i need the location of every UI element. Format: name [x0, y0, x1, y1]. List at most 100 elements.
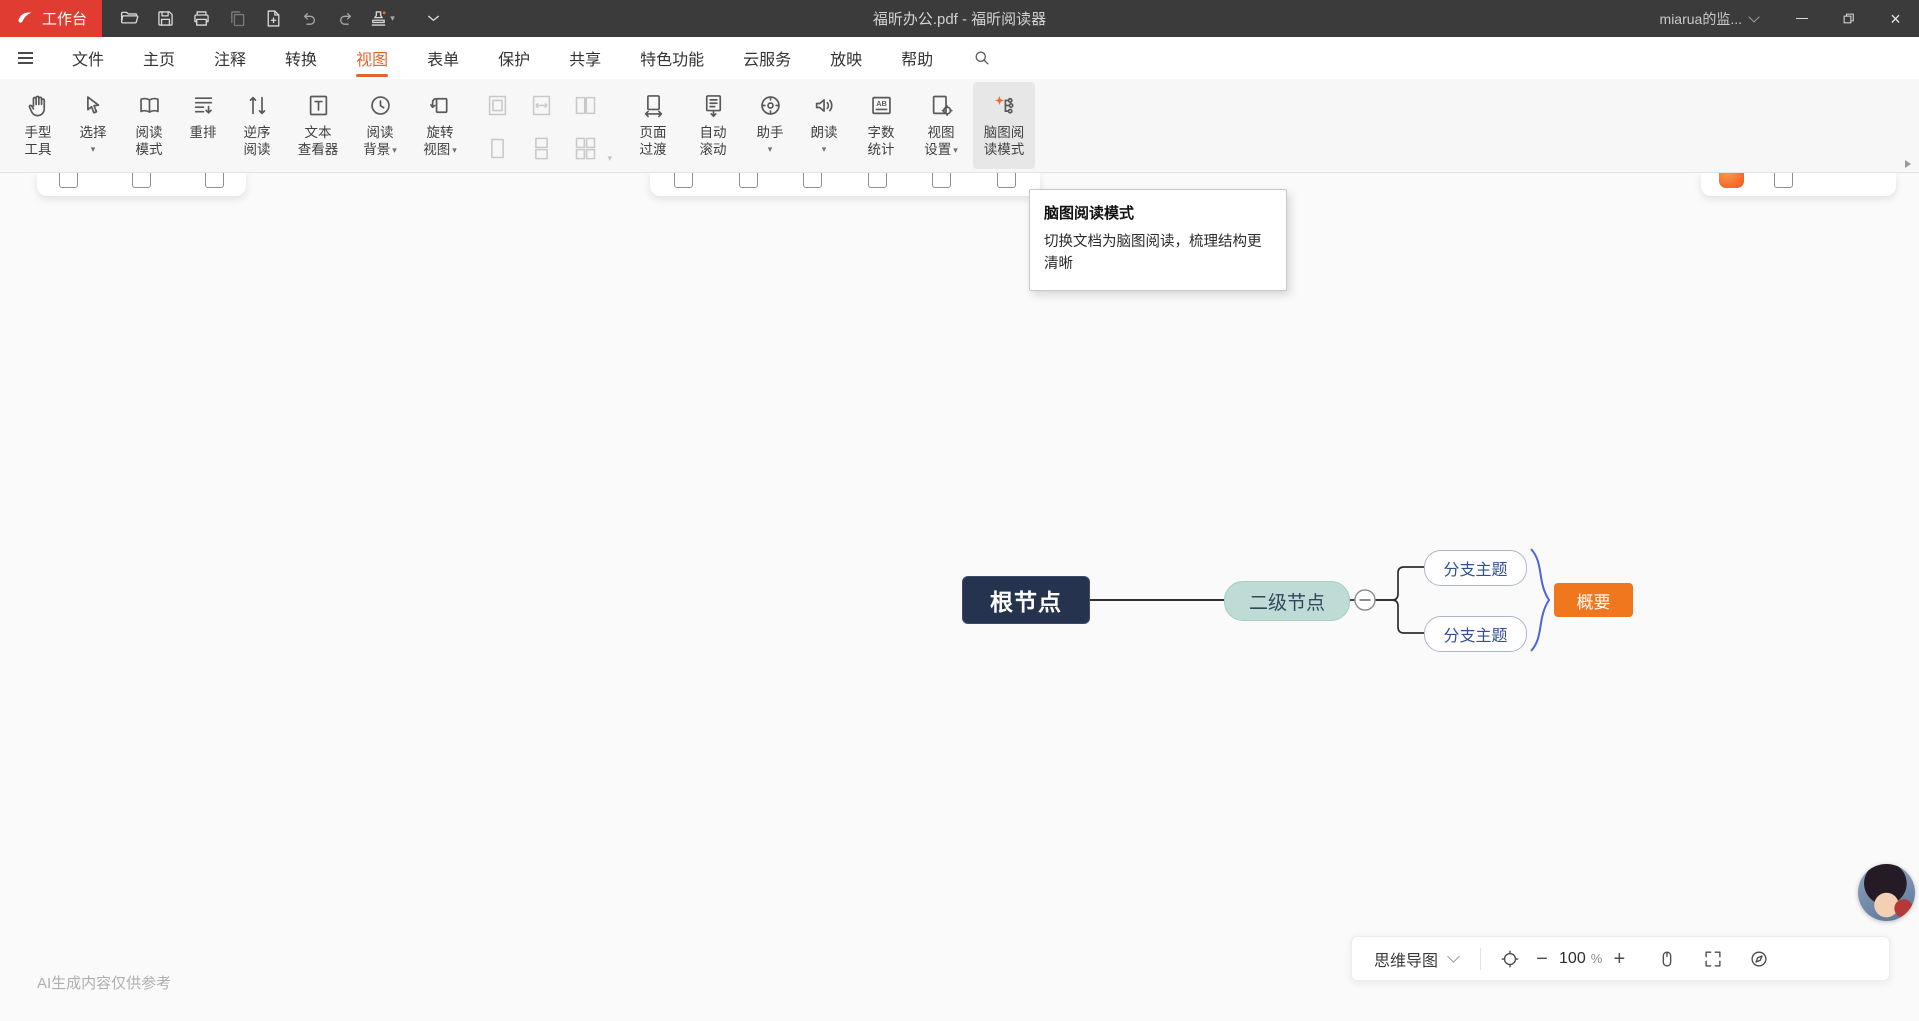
text-viewer-button[interactable]: 文本 查看器 — [288, 82, 348, 169]
select-tool-button[interactable]: 选择 ▾ — [68, 82, 118, 169]
save-button[interactable] — [150, 4, 181, 33]
toolbar-icon-fragment — [996, 172, 1016, 188]
stamp-icon — [371, 11, 386, 26]
hamburger-menu-icon[interactable] — [18, 52, 33, 64]
mindmap-branch-node[interactable]: 分支主题 — [1424, 616, 1527, 652]
reading-background-button[interactable]: 阅读 背景▾ — [352, 82, 408, 169]
facing-pages-icon[interactable] — [572, 92, 599, 119]
reflow-icon — [194, 97, 212, 114]
mindmap-level2-node[interactable]: 二级节点 — [1224, 581, 1350, 621]
open-file-button[interactable] — [114, 4, 145, 33]
menu-help[interactable]: 帮助 — [901, 52, 934, 69]
zoom-in-button[interactable]: + — [1604, 949, 1634, 969]
print-button[interactable] — [186, 4, 217, 33]
view-mode-label: 思维导图 — [1374, 952, 1439, 970]
page-gear-icon — [932, 95, 953, 117]
view-mode-select[interactable]: 思维导图 — [1364, 947, 1468, 971]
mindmap-mode-button[interactable]: 脑图阅 读模式 — [973, 82, 1035, 169]
collapse-node-button[interactable] — [1354, 589, 1376, 611]
folder-open-icon — [120, 11, 139, 24]
menu-home[interactable]: 主页 — [143, 52, 176, 69]
ribbon-collapse-arrow-icon[interactable] — [1905, 160, 1911, 168]
dropdown-caret-icon: ▾ — [390, 13, 395, 23]
navigation-button[interactable] — [1742, 942, 1776, 976]
search-button[interactable] — [972, 48, 992, 68]
close-icon: × — [1890, 8, 1901, 29]
assistant-button[interactable]: 助手 ▾ — [745, 82, 795, 169]
new-page-button[interactable] — [258, 4, 289, 33]
menu-special-features[interactable]: 特色功能 — [640, 52, 705, 69]
assistant-icon — [760, 96, 780, 115]
statusbar-tools — [1650, 942, 1776, 976]
ai-disclaimer: AI生成内容仅供参考 — [37, 975, 172, 992]
account-label: miarua的监... — [1659, 10, 1742, 27]
reverse-reading-button[interactable]: 逆序 阅读 — [230, 82, 284, 169]
user-avatar[interactable] — [1858, 864, 1915, 921]
menu-comment[interactable]: 注释 — [214, 52, 247, 69]
view-settings-button[interactable]: 视图 设置▾ — [913, 82, 969, 169]
titlebar: 工作台 ▾ 福昕办公.pdf - 福昕阅读器 miarua的监... × — [0, 0, 1919, 37]
single-page-icon[interactable] — [484, 135, 511, 162]
read-mode-button[interactable]: 阅读 模式 — [122, 82, 176, 169]
dropdown-caret-icon: ▾ — [392, 144, 397, 155]
fit-width-icon[interactable] — [528, 92, 555, 119]
menu-cloud-services[interactable]: 云服务 — [743, 52, 792, 69]
fullscreen-icon — [1705, 950, 1721, 967]
toolbar-icon-fragment — [932, 172, 952, 188]
titlebar-right: miarua的监... × — [1660, 0, 1919, 37]
floating-toolbar-left[interactable] — [37, 172, 246, 196]
restore-button[interactable] — [1825, 0, 1872, 37]
zoom-out-button[interactable]: − — [1527, 949, 1557, 969]
redo-icon — [340, 13, 351, 25]
mindmap-root-node[interactable]: 根节点 — [962, 576, 1090, 624]
close-button[interactable]: × — [1872, 0, 1919, 37]
save-icon — [158, 11, 173, 26]
menu-file[interactable]: 文件 — [72, 52, 105, 69]
continuous-page-icon[interactable] — [528, 135, 555, 162]
chevron-down-icon — [1748, 10, 1760, 23]
toolbar-icon-fragment — [59, 172, 78, 188]
fullscreen-button[interactable] — [1696, 942, 1730, 976]
fit-page-icon[interactable] — [484, 92, 511, 119]
word-count-button[interactable]: AB 字数 统计 — [853, 82, 909, 169]
floating-toolbar-right[interactable] — [1701, 172, 1896, 196]
menu-presentation[interactable]: 放映 — [830, 52, 863, 69]
mindmap-summary-node[interactable]: 概要 — [1554, 583, 1633, 617]
toolbar-expand-button[interactable] — [418, 4, 449, 33]
toolbar-icon-fragment — [867, 172, 887, 188]
facing-continuous-icon[interactable] — [572, 135, 599, 162]
toolbar-icon-fragment — [803, 172, 823, 188]
account-menu[interactable]: miarua的监... — [1659, 9, 1760, 29]
dropdown-caret-icon: ▾ — [607, 153, 612, 163]
locate-center-button[interactable] — [1493, 942, 1527, 976]
mindmap-canvas[interactable]: 脑图阅读模式 切换文档为脑图阅读，梳理结构更清晰 根节点 二级节点 分支主题 分… — [0, 172, 1919, 1021]
print-icon — [194, 11, 209, 26]
page-transition-button[interactable]: 页面 过渡 — [625, 82, 681, 169]
mouse-mode-button[interactable] — [1650, 942, 1684, 976]
redo-button[interactable] — [330, 4, 361, 33]
minimize-button[interactable] — [1778, 0, 1825, 37]
rotate-view-button[interactable]: 旋转 视图▾ — [412, 82, 468, 169]
workspace-button[interactable]: 工作台 — [0, 0, 103, 37]
hand-tool-button[interactable]: 手型 工具 — [12, 82, 64, 169]
compass-icon — [1751, 950, 1767, 967]
mindmap-statusbar: 思维导图 − 100 % + — [1351, 936, 1890, 981]
copy-button[interactable] — [222, 4, 253, 33]
sign-tool-button[interactable]: ▾ — [366, 4, 397, 33]
reflow-button[interactable]: 重排 — [180, 82, 226, 169]
dropdown-caret-icon: ▾ — [90, 143, 96, 154]
menu-protect[interactable]: 保护 — [498, 52, 531, 69]
menu-convert[interactable]: 转换 — [285, 52, 318, 69]
read-aloud-button[interactable]: 朗读 ▾ — [799, 82, 849, 169]
auto-scroll-button[interactable]: 自动 滚动 — [685, 82, 741, 169]
workspace-label: 工作台 — [42, 11, 88, 28]
menu-view[interactable]: 视图 — [356, 37, 388, 79]
menu-share[interactable]: 共享 — [569, 52, 602, 69]
tooltip-title: 脑图阅读模式 — [1044, 205, 1135, 222]
floating-toolbar-center[interactable] — [650, 172, 1040, 196]
mindmap-branch-node[interactable]: 分支主题 — [1424, 550, 1527, 586]
menu-form[interactable]: 表单 — [427, 52, 460, 69]
mindmap-mode-tooltip: 脑图阅读模式 切换文档为脑图阅读，梳理结构更清晰 — [1029, 189, 1287, 291]
auto-scroll-icon — [705, 95, 721, 118]
undo-button[interactable] — [294, 4, 325, 33]
